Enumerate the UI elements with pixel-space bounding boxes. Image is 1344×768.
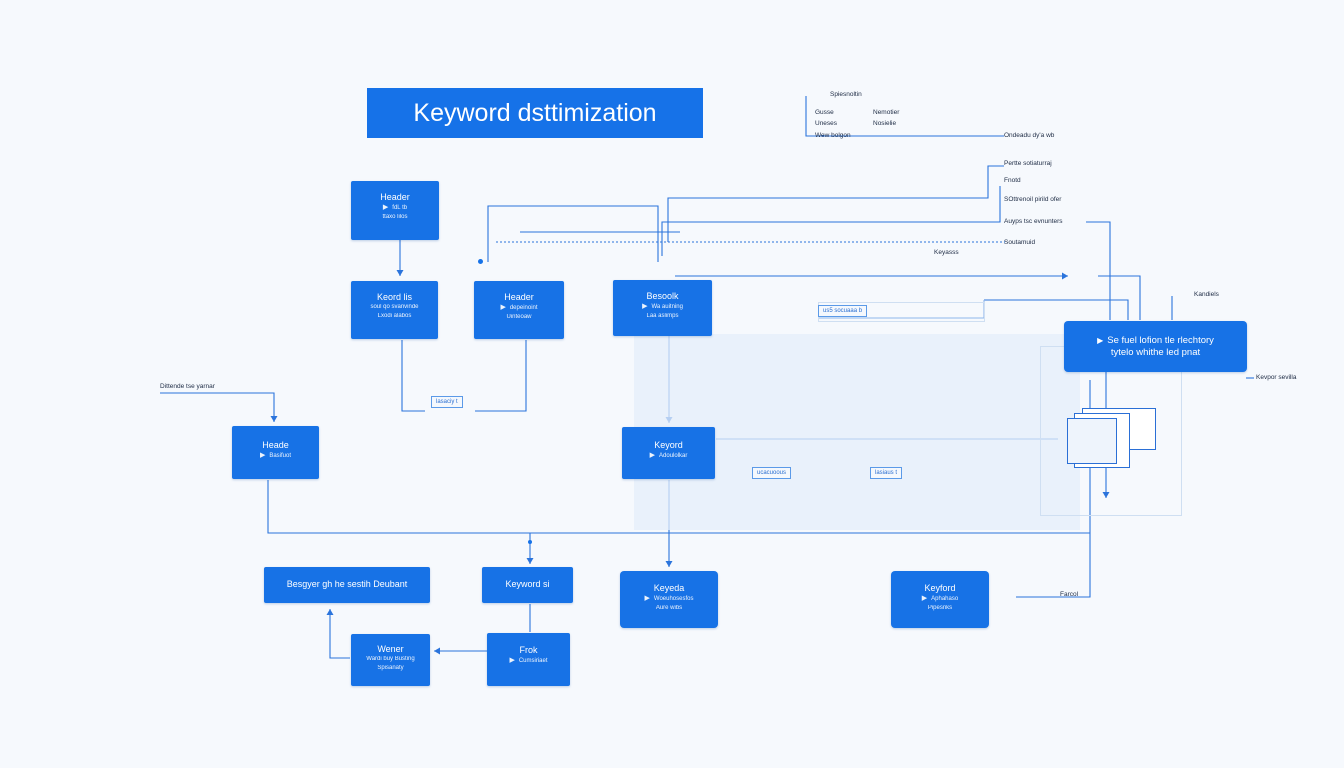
play-icon: ▶ — [500, 304, 506, 311]
node-subtitle: Cumsiriaet — [518, 658, 548, 664]
right-annotation: Kandiels — [1194, 291, 1219, 298]
node-title: Se fuel lofion tle rlechtory — [1107, 335, 1214, 346]
legend-heading: Spiesnoltin — [830, 91, 862, 98]
play-icon: ▶ — [642, 303, 648, 310]
legend-item: Nosielie — [873, 120, 897, 127]
node-subtitle: fdL tb — [392, 205, 408, 211]
play-icon: ▶ — [259, 452, 266, 459]
node-title: Keyford — [924, 583, 956, 593]
node-frok[interactable]: Frok ▶Cumsiriaet — [487, 633, 570, 686]
node-detail: Pipesnks — [927, 605, 953, 611]
node-selected[interactable]: ▶Se fuel lofion tle rlechtory tytelo whi… — [1064, 321, 1247, 372]
node-detail: Uinteoaw — [506, 314, 532, 320]
pill-lasiaus[interactable]: lasiaus t — [870, 467, 903, 479]
junction-dot — [478, 259, 483, 264]
node-subtitle: Basifuot — [269, 453, 292, 459]
right-annotation: Farcol — [1060, 591, 1079, 598]
node-subtitle: Wa auitning — [651, 304, 683, 310]
play-icon: ▶ — [382, 204, 389, 211]
legend-item: Nemotier — [873, 109, 900, 116]
right-annotation: SOttrenoil pirild ofer — [1004, 196, 1062, 203]
link-riser-1 — [667, 165, 1004, 242]
right-annotation: Pertte sotiaturraj — [1004, 160, 1052, 167]
pill-us5[interactable]: us5 socuaaa b — [818, 305, 868, 317]
play-icon: ▶ — [1097, 336, 1104, 345]
left-annotation: Dittende tse yarnar — [160, 383, 215, 390]
link-wener-to-besgyer — [326, 609, 350, 659]
legend-item: Gusse — [815, 109, 834, 116]
link-right-col-2 — [1098, 275, 1141, 320]
legend-item: Wew bolgon — [815, 132, 851, 139]
node-title: Keyword si — [505, 579, 550, 589]
link-top-frame-a — [487, 205, 659, 262]
node-title: Keyeda — [653, 583, 685, 593]
right-annotation: Soutamuid — [1004, 239, 1036, 246]
right-annotation: Fnotd — [1004, 177, 1021, 184]
node-keyford[interactable]: Keyford ▶Aphahaso Pipesnks — [891, 571, 989, 628]
node-title: Besoolk — [646, 291, 679, 301]
node-subtitle: Adoulolkar — [659, 453, 688, 459]
node-detail: Laa aslimps — [646, 313, 679, 319]
right-annotation: Keyasss — [934, 249, 959, 256]
node-title: Frok — [519, 645, 538, 655]
node-keyord-mid[interactable]: Keyord ▶Adoulolkar — [622, 427, 715, 479]
node-title: Keyord — [654, 440, 683, 450]
node-subtitle: Woeuhosesfos — [653, 596, 694, 602]
link-header2-down — [475, 340, 527, 412]
document-stack-icon — [1067, 418, 1117, 464]
play-icon: ▶ — [644, 595, 650, 602]
node-title: Wener — [377, 644, 404, 654]
link-note-to-heade — [160, 392, 278, 422]
right-annotation: Auyps tsc evnunters — [1004, 218, 1063, 225]
node-subtitle: tytelo whithe led pnat — [1110, 347, 1201, 358]
node-subtitle: depeinoint — [509, 305, 538, 311]
node-heade-left[interactable]: Heade ▶Basifuot — [232, 426, 319, 479]
node-keyword-lis[interactable]: Keord lis soul qo svanvinde Lxodi alabos — [351, 281, 438, 339]
node-subtitle: soul qo svanvinde — [370, 304, 419, 310]
node-detail: ttaxo lilos — [382, 214, 408, 220]
legend-item: Uneses — [815, 120, 838, 127]
node-wener[interactable]: Wener Wardi buy Busting Spisanaty — [351, 634, 430, 686]
node-detail: Aure wibs — [655, 605, 683, 611]
link-right-drop — [1016, 533, 1091, 598]
pill-ucacuoous[interactable]: ucacuoous — [752, 467, 792, 479]
link-top-corner — [805, 96, 1004, 137]
right-annotation: Ondeadu dy'a wb — [1004, 132, 1055, 139]
play-icon: ▶ — [649, 452, 656, 459]
link-right-col-1 — [1086, 221, 1111, 320]
node-title: Besgyer gh he sestih Deubant — [286, 579, 408, 589]
link-right-col-3 — [984, 299, 1129, 320]
play-icon: ▶ — [921, 595, 928, 602]
node-title: Keord lis — [376, 292, 412, 302]
right-annotation: Kevpor sevilla — [1256, 374, 1297, 381]
play-icon: ▶ — [509, 657, 515, 664]
node-besoolk[interactable]: Besoolk ▶Wa auitning Laa aslimps — [613, 280, 712, 336]
diagram-title: Keyword dsttimization — [367, 88, 703, 138]
node-keyword-si[interactable]: Keyword si — [482, 567, 573, 603]
node-detail: Spisanaty — [377, 665, 404, 671]
node-keyeda[interactable]: Keyeda ▶Woeuhosesfos Aure wibs — [620, 571, 718, 628]
node-title: Heade — [262, 440, 289, 450]
junction-dot — [528, 540, 532, 544]
node-besgyer[interactable]: Besgyer gh he sestih Deubant — [264, 567, 430, 603]
link-riser-3 — [661, 186, 1001, 256]
link-heade-down — [267, 480, 1090, 534]
node-header-top[interactable]: Header ▶fdL tb ttaxo lilos — [351, 181, 439, 240]
node-header-mid[interactable]: Header ▶depeinoint Uinteoaw — [474, 281, 564, 339]
node-subtitle: Wardi buy Busting — [366, 656, 415, 662]
node-detail: Lxodi alabos — [377, 313, 412, 319]
node-title: Header — [380, 192, 410, 202]
link-keywordlis-to-pill — [401, 340, 425, 412]
node-subtitle: Aphahaso — [931, 596, 959, 602]
node-title: Header — [504, 292, 534, 302]
pill-lasaciy[interactable]: lasaciy t — [431, 396, 463, 408]
